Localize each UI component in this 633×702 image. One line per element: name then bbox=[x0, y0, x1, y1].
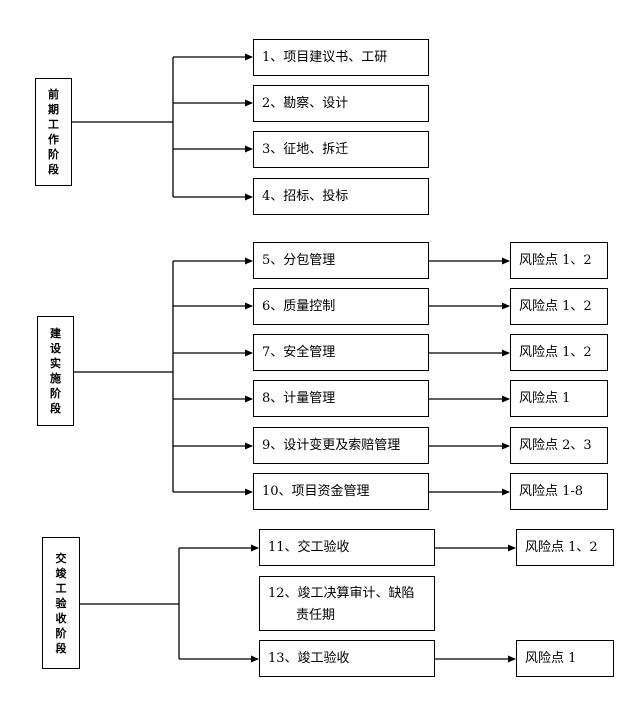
phase-box-preliminary: 前期工作阶段 bbox=[35, 78, 72, 186]
step-label: 2、勘察、设计 bbox=[262, 95, 349, 111]
step-box-3: 3、征地、拆迁 bbox=[253, 131, 429, 168]
risk-box-7: 风险点 1、2 bbox=[516, 529, 614, 566]
step-label: 4、招标、投标 bbox=[262, 188, 349, 204]
step-box-9: 9、设计变更及索赔管理 bbox=[253, 427, 429, 464]
step-box-12: 12、竣工决算审计、缺陷 责任期 bbox=[259, 576, 435, 631]
phase-label: 前期工作阶段 bbox=[48, 88, 59, 176]
risk-label: 风险点 1、2 bbox=[519, 252, 592, 268]
step-box-6: 6、质量控制 bbox=[253, 288, 429, 325]
phase-box-construction: 建设实施阶段 bbox=[37, 316, 74, 426]
step-label: 8、计量管理 bbox=[262, 390, 336, 406]
risk-label: 风险点 1、2 bbox=[525, 539, 598, 555]
phase-label: 建设实施阶段 bbox=[50, 327, 61, 415]
step-label: 9、设计变更及索赔管理 bbox=[262, 437, 401, 453]
step-box-2: 2、勘察、设计 bbox=[253, 85, 429, 122]
step-box-7: 7、安全管理 bbox=[253, 334, 429, 371]
step-label: 3、征地、拆迁 bbox=[262, 141, 349, 157]
risk-box-2: 风险点 1、2 bbox=[510, 288, 608, 325]
step-box-13: 13、竣工验收 bbox=[259, 640, 435, 677]
risk-box-1: 风险点 1、2 bbox=[510, 242, 608, 279]
risk-label: 风险点 1 bbox=[519, 390, 571, 406]
step-label: 13、竣工验收 bbox=[268, 650, 350, 666]
risk-label: 风险点 1-8 bbox=[519, 483, 584, 499]
step-box-10: 10、项目资金管理 bbox=[253, 473, 429, 510]
risk-label: 风险点 1、2 bbox=[519, 298, 592, 314]
step-label: 7、安全管理 bbox=[262, 344, 336, 360]
step-box-8: 8、计量管理 bbox=[253, 380, 429, 417]
step-label: 6、质量控制 bbox=[262, 298, 336, 314]
risk-box-5: 风险点 2、3 bbox=[510, 427, 608, 464]
risk-label: 风险点 1、2 bbox=[519, 344, 592, 360]
risk-box-8: 风险点 1 bbox=[516, 640, 614, 677]
step-box-1: 1、项目建议书、工研 bbox=[253, 39, 429, 76]
step-label: 5、分包管理 bbox=[262, 252, 336, 268]
step-label-line2: 责任期 bbox=[296, 608, 336, 623]
step-box-5: 5、分包管理 bbox=[253, 242, 429, 279]
risk-box-6: 风险点 1-8 bbox=[510, 473, 608, 510]
risk-label: 风险点 2、3 bbox=[519, 437, 592, 453]
risk-box-3: 风险点 1、2 bbox=[510, 334, 608, 371]
step-label: 10、项目资金管理 bbox=[262, 483, 370, 499]
step-label-line1: 12、竣工决算审计、缺陷 bbox=[268, 586, 415, 601]
risk-box-4: 风险点 1 bbox=[510, 380, 608, 417]
step-label: 1、项目建议书、工研 bbox=[262, 49, 388, 65]
risk-label: 风险点 1 bbox=[525, 650, 577, 666]
step-box-4: 4、招标、投标 bbox=[253, 178, 429, 215]
step-label: 11、交工验收 bbox=[268, 539, 350, 555]
phase-label: 交竣工验收阶段 bbox=[55, 551, 67, 655]
step-box-11: 11、交工验收 bbox=[259, 529, 435, 566]
phase-box-acceptance: 交竣工验收阶段 bbox=[42, 537, 80, 669]
